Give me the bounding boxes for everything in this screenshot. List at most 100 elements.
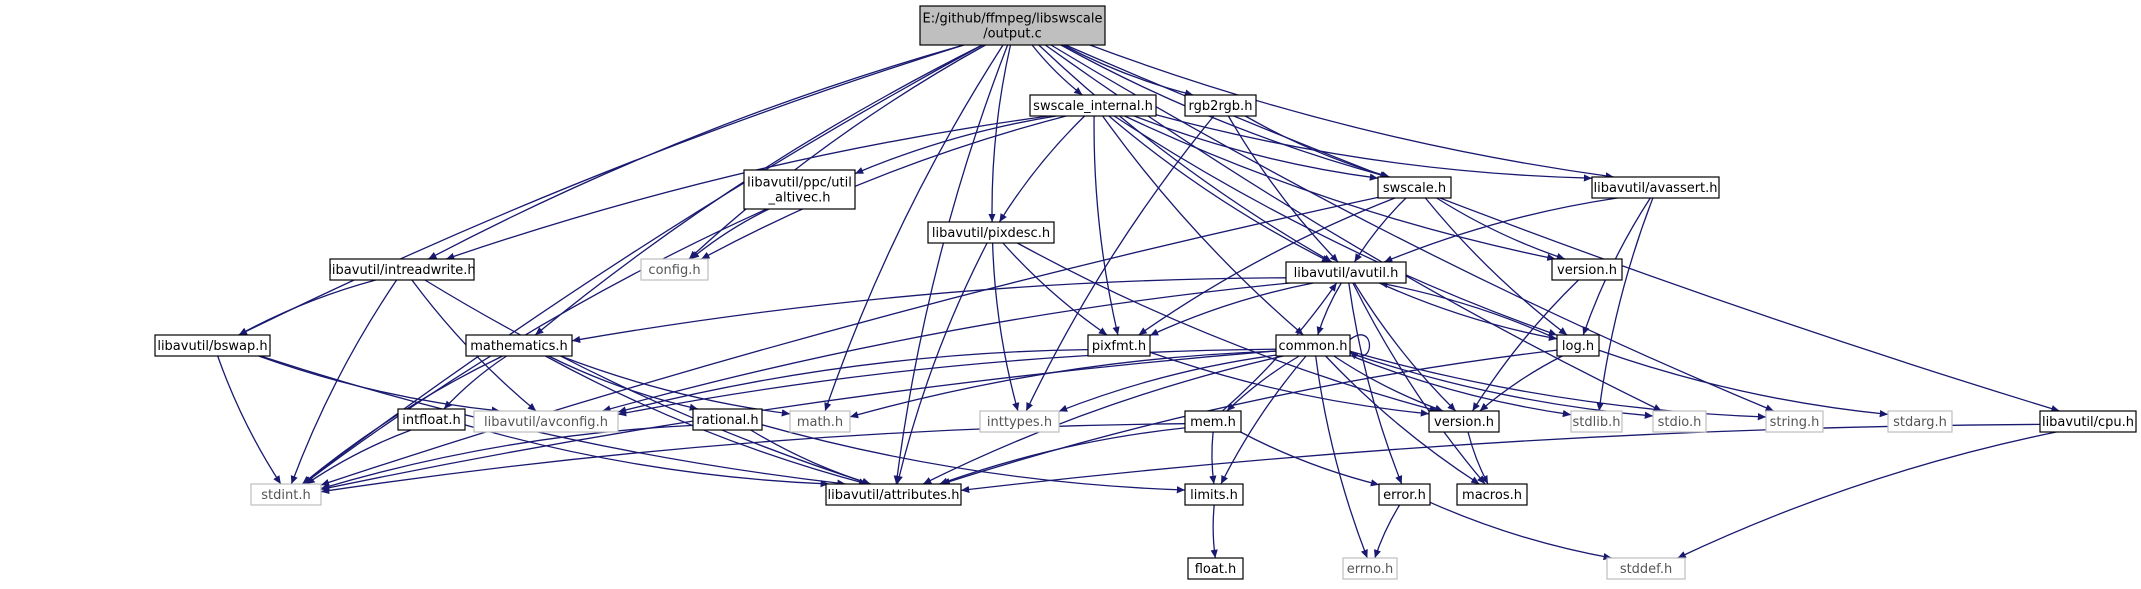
node-label-bswap: libavutil/bswap.h (157, 339, 267, 354)
node-label-attributes: libavutil/attributes.h (828, 488, 960, 503)
edge-root-to-pixdesc (988, 44, 1012, 223)
edge-avutil-to-version_u (1353, 282, 1457, 412)
node-label-mathematics: mathematics.h (470, 339, 568, 354)
node-label-version_sw: version.h (1557, 263, 1617, 278)
node-intreadwrite[interactable]: libavutil/intreadwrite.h (328, 258, 476, 281)
node-box-macros (1456, 483, 1528, 506)
edge-common-to-attributes (922, 355, 1284, 485)
node-box-rational (692, 408, 763, 431)
edge-common-to-inttypes (1058, 354, 1277, 412)
node-label-swscale_internal: swscale_internal.h (1033, 99, 1153, 114)
node-label-avconfig: libavutil/avconfig.h (484, 415, 608, 430)
edge-cpu-to-attributes (960, 423, 2041, 494)
node-box-avassert (1591, 176, 1720, 199)
edge-common-to-macros (1325, 355, 1480, 485)
node-rational[interactable]: rational.h (692, 408, 763, 431)
edge-pixdesc-to-attributes (895, 242, 988, 485)
edge-intfloat-to-attributes (464, 424, 829, 488)
edge-version_sw-to-version_u (1471, 279, 1579, 412)
node-avutil[interactable]: libavutil/avutil.h (1285, 261, 1407, 284)
node-swscale_internal[interactable]: swscale_internal.h (1029, 94, 1157, 117)
edge-altivec-to-stdint (303, 208, 767, 485)
edge-common-to-string (1349, 350, 1767, 421)
node-label-swscale: swscale.h (1383, 181, 1446, 196)
node-string: string.h (1765, 410, 1824, 433)
edge-rational-to-stdint (320, 424, 694, 490)
node-box-stdarg (1887, 410, 1953, 433)
node-version_sw[interactable]: version.h (1551, 258, 1623, 281)
node-common[interactable]: common.h (1275, 334, 1351, 357)
node-limits[interactable]: limits.h (1184, 483, 1244, 506)
node-box-stdint (250, 483, 322, 506)
node-label-avassert: libavutil/avassert.h (1593, 181, 1717, 196)
node-version_u[interactable]: version.h (1428, 410, 1500, 433)
edge-root-to-swscale (1060, 44, 1389, 179)
node-box-string (1765, 410, 1824, 433)
edge-root-to-avutil (1038, 44, 1333, 263)
edge-intreadwrite-to-bswap (238, 279, 376, 336)
node-box-avconfig (473, 410, 619, 433)
edge-swscale_internal-to-swscale (1133, 115, 1379, 181)
edge-swscale_internal-to-log (1113, 115, 1558, 336)
edge-swscale-to-stdint (320, 196, 1379, 486)
node-config: config.h (640, 258, 709, 281)
edge-swscale_internal-to-avassert (1155, 114, 1593, 182)
node-label-config: config.h (648, 263, 700, 278)
node-avassert[interactable]: libavutil/avassert.h (1591, 176, 1720, 199)
node-altivec[interactable]: libavutil/ppc/util_altivec.h (743, 169, 856, 210)
node-label-pixfmt: pixfmt.h (1092, 339, 1146, 354)
edge-error-to-stddef (1429, 501, 1612, 561)
node-label-mem: mem.h (1190, 415, 1236, 430)
nodes-layer: E:/github/ffmpeg/libswscale/output.c swsc… (154, 5, 2137, 580)
node-box-config (640, 258, 709, 281)
node-mem[interactable]: mem.h (1184, 410, 1242, 433)
node-error[interactable]: error.h (1378, 483, 1431, 506)
node-box-version_u (1428, 410, 1500, 433)
edges-layer (217, 44, 2060, 561)
node-label-macros: macros.h (1462, 488, 1522, 503)
node-macros[interactable]: macros.h (1456, 483, 1528, 506)
edge-avassert-to-avutil (1383, 197, 1618, 263)
edge-intreadwrite-to-attributes (424, 279, 871, 485)
node-bswap[interactable]: libavutil/bswap.h (154, 334, 271, 357)
node-swscale[interactable]: swscale.h (1377, 176, 1452, 199)
edge-log-to-stdarg (1598, 349, 1889, 418)
node-box-mathematics (465, 334, 573, 357)
node-box-cpu (2039, 410, 2137, 433)
node-label-altivec: libavutil/ppc/util_altivec.h (747, 176, 852, 206)
edge-mem-to-limits (1209, 431, 1217, 485)
node-label-intfloat: intfloat.h (402, 413, 461, 428)
node-box-rgb2rgb (1184, 94, 1257, 117)
node-box-intreadwrite (329, 258, 475, 281)
edge-common-to-limits (1220, 355, 1307, 485)
node-label-rgb2rgb: rgb2rgb.h (1189, 99, 1253, 114)
node-rgb2rgb[interactable]: rgb2rgb.h (1184, 94, 1257, 117)
edge-avutil-to-macros (1352, 282, 1486, 485)
node-pixfmt[interactable]: pixfmt.h (1087, 334, 1151, 357)
edge-common-to-math (849, 350, 1277, 419)
edge-log-to-avutil (1379, 280, 1558, 340)
node-root[interactable]: E:/github/ffmpeg/libswscale/output.c (919, 5, 1106, 46)
node-box-pixfmt (1087, 334, 1151, 357)
edge-root-to-bswap (238, 44, 964, 336)
node-stdio: stdio.h (1652, 410, 1707, 433)
node-mathematics[interactable]: mathematics.h (465, 334, 573, 357)
node-label-stdarg: stdarg.h (1893, 415, 1947, 430)
node-cpu[interactable]: libavutil/cpu.h (2039, 410, 2137, 433)
node-log[interactable]: log.h (1556, 334, 1600, 357)
node-box-bswap (154, 334, 271, 357)
edge-error-to-errno (1373, 504, 1401, 559)
node-intfloat[interactable]: intfloat.h (397, 408, 466, 431)
edge-avutil-to-error (1348, 282, 1403, 485)
node-box-common (1275, 334, 1351, 357)
edge-swscale-to-version_sw (1436, 197, 1566, 260)
node-pixdesc[interactable]: libavutil/pixdesc.h (927, 221, 1055, 244)
edge-rgb2rgb-to-avutil (1227, 115, 1339, 263)
edge-common-to-version_u (1333, 355, 1444, 412)
edge-log-to-attributes (941, 349, 1558, 485)
node-attributes[interactable]: libavutil/attributes.h (825, 483, 962, 506)
edge-cpu-to-stddef (1677, 431, 2057, 559)
node-label-limits: limits.h (1190, 488, 1238, 503)
node-errno: errno.h (1342, 557, 1398, 580)
node-float[interactable]: float.h (1187, 557, 1244, 580)
